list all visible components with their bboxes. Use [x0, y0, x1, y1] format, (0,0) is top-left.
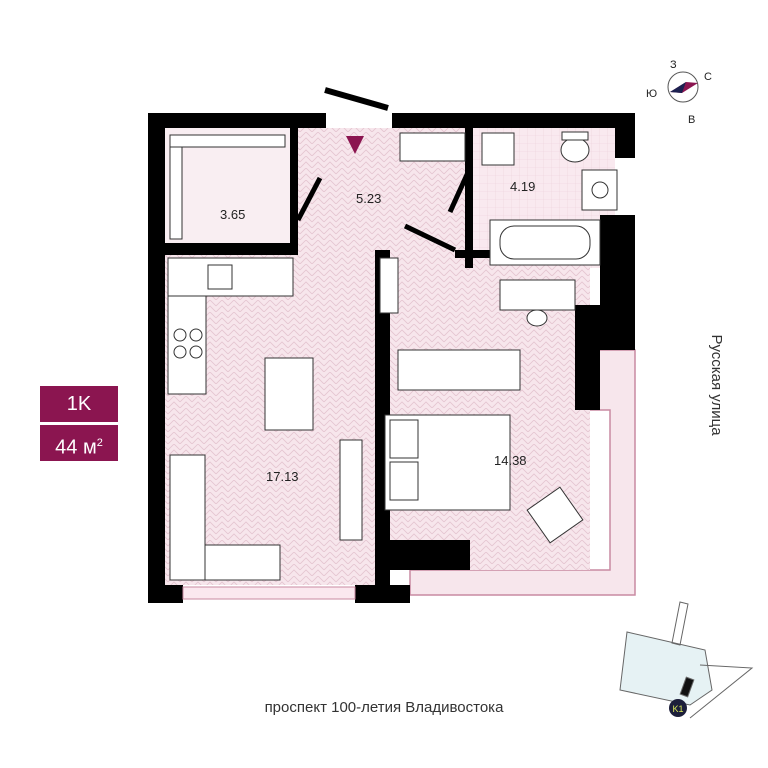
bathroom-door: [447, 166, 473, 214]
compass-north: С: [704, 71, 712, 83]
bedroom-door: [403, 223, 457, 253]
room-area-hallway: 5.23: [356, 191, 381, 206]
street-bottom: проспект 100-летия Владивостока: [265, 699, 505, 716]
room-area-living: 17.13: [266, 469, 299, 484]
compass-south: Ю: [646, 88, 657, 100]
area-unit-sup: 2: [96, 437, 103, 449]
room-area-wardrobe: 3.65: [220, 207, 245, 222]
furniture: [167, 131, 618, 581]
balcony: [409, 349, 636, 596]
area-badge: 44 м2: [40, 425, 118, 461]
wardrobe-door: [295, 176, 323, 222]
room-area-bathroom: 4.19: [510, 179, 535, 194]
entrance-door: [324, 87, 389, 111]
room-area-bedroom: 14.38: [494, 453, 527, 468]
compass-east: В: [688, 114, 695, 126]
area-value: 44 м: [55, 436, 97, 459]
room-type-badge: 1K: [40, 386, 118, 422]
walls: [148, 113, 635, 603]
compass: З С В Ю: [646, 59, 712, 126]
compass-west: З: [670, 59, 677, 71]
window-living: [182, 586, 356, 600]
street-right: Русская улица: [708, 334, 725, 436]
site-plan: K1: [619, 601, 754, 719]
building-label: K1: [672, 704, 683, 714]
entrance-marker-icon: [346, 136, 364, 154]
